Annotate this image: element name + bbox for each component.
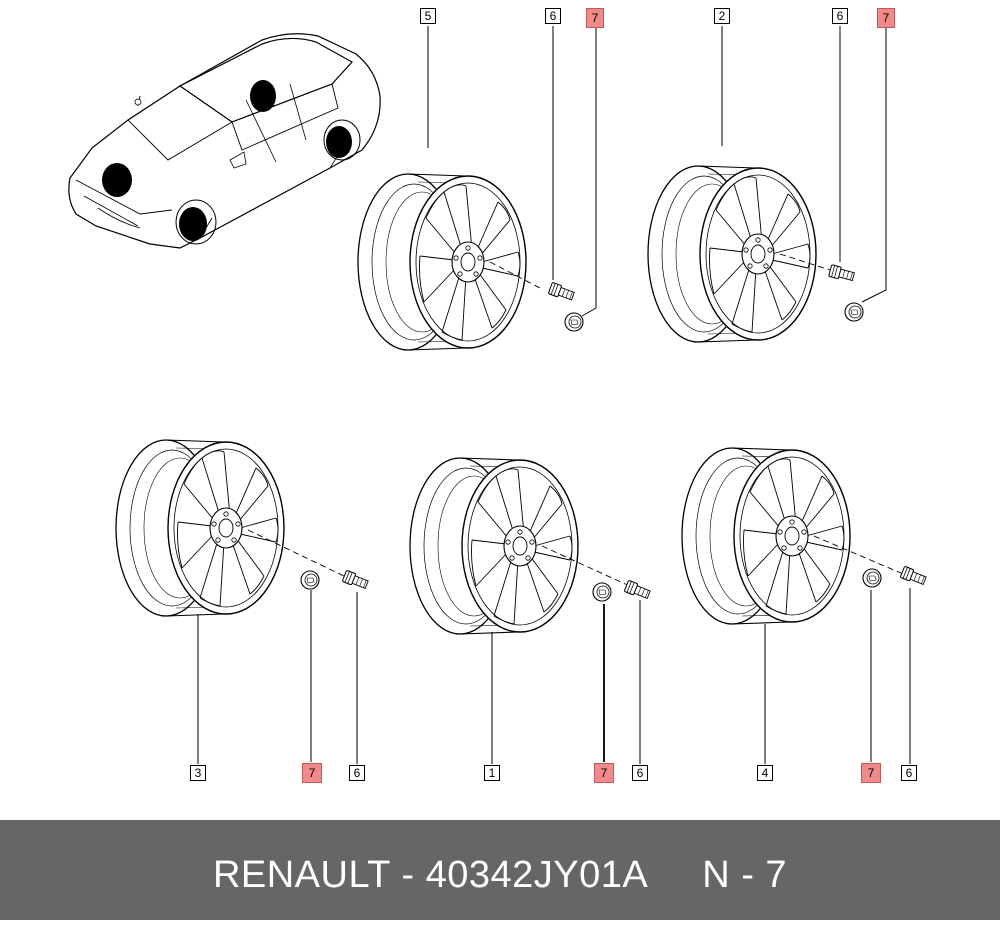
callout-6: 6 (832, 8, 848, 24)
bolt-cap-b (844, 302, 864, 322)
wheel-bolt-e (899, 565, 928, 587)
car-tire-outlines (175, 119, 361, 245)
wheel-parts-diagram (68, 26, 928, 764)
callout-7-highlighted: 7 (861, 763, 881, 783)
callout-7-highlighted: 7 (586, 8, 604, 28)
car-wheel-markers (102, 80, 352, 241)
callout-7-highlighted: 7 (302, 763, 322, 783)
footer-caption: RENAULT - 40342JY01A N - 7 (0, 820, 1000, 920)
wheel-3-illustration (115, 439, 345, 764)
bolt-cap-c (300, 570, 320, 590)
wheel-bolt-d (623, 579, 652, 601)
wheel-2-illustration (647, 26, 831, 343)
callout-6: 6 (901, 765, 917, 781)
callout-6: 6 (545, 8, 561, 24)
wheel-5-illustration (357, 26, 541, 351)
page-label: N - 7 (702, 854, 788, 896)
callout-7-highlighted: 7 (594, 763, 614, 783)
callout-5: 5 (420, 8, 436, 24)
callout-1: 1 (484, 765, 500, 781)
wheel-1-illustration (409, 457, 635, 764)
callout-2: 2 (714, 8, 730, 24)
callout-4: 4 (757, 765, 773, 781)
wheel-bolt-b (828, 264, 856, 283)
bolt-cap-d (592, 582, 612, 602)
bolt-cap-e (862, 568, 882, 588)
part-number-label: RENAULT - 40342JY01A (212, 854, 649, 896)
wheel-bolt-c (341, 569, 370, 591)
callout-6: 6 (632, 765, 648, 781)
callout-7-highlighted: 7 (877, 8, 895, 28)
footer-bar: RENAULT - 40342JY01A N - 7 (0, 820, 1000, 920)
callout-3: 3 (190, 765, 206, 781)
bolt-cap-a (564, 312, 584, 332)
wheel-bolt-a (547, 281, 576, 303)
callout-6: 6 (349, 765, 365, 781)
wheel-4-illustration (681, 447, 909, 764)
